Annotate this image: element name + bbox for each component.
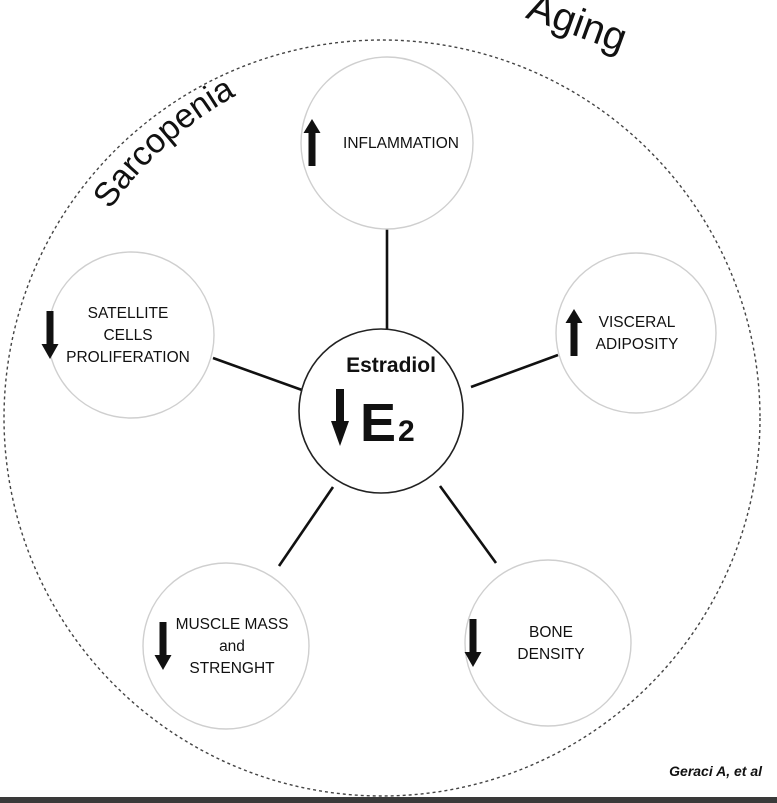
node-circle (300, 56, 474, 230)
node-circle (464, 559, 632, 727)
connector-lines (212, 229, 559, 567)
citation: Geraci A, et al (669, 763, 763, 779)
node-label-line: DENSITY (517, 646, 584, 663)
connector-visceral-adiposity (470, 353, 559, 389)
center-node: Estradiol E2 (298, 328, 464, 494)
node-circle (555, 252, 717, 414)
node-label-line: CELLS (103, 327, 152, 344)
node-inflammation: INFLAMMATION (300, 56, 474, 230)
connector-muscle-mass (277, 486, 335, 567)
node-label-line: PROLIFERATION (66, 349, 190, 366)
down-arrow-icon (464, 619, 482, 667)
node-label-line: MUSCLE MASS (176, 616, 289, 633)
node-label-line: INFLAMMATION (343, 135, 459, 152)
node-satellite-cells: SATELLITE CELLS PROLIFERATION (41, 251, 215, 419)
node-circle (142, 562, 310, 730)
sarcopenia-label: Sarcopenia (86, 69, 241, 214)
node-bone-density: BONE DENSITY (464, 559, 632, 727)
node-label-line: SATELLITE (88, 305, 169, 322)
down-arrow-icon (154, 622, 172, 670)
outer-dashed-boundary (3, 39, 761, 797)
node-label-line: ADIPOSITY (596, 336, 679, 353)
node-visceral-adiposity: VISCERAL ADIPOSITY (555, 252, 717, 414)
connector-satellite-cells (212, 356, 303, 392)
center-title: Estradiol (346, 354, 436, 377)
node-group: INFLAMMATION VISCERAL ADIPOSITY BONE DENSITY… (41, 56, 717, 730)
down-arrow-icon (41, 311, 59, 359)
node-label-line: BONE (529, 624, 573, 641)
up-arrow-icon (303, 119, 321, 166)
center-symbol-sub: 2 (398, 415, 415, 448)
center-down-arrow-icon (331, 389, 349, 446)
connector-bone-density (438, 485, 498, 564)
sarcopenia-label-path: Sarcopenia (86, 69, 241, 214)
node-label-line: VISCERAL (599, 314, 676, 331)
center-symbol-main: E (360, 393, 396, 453)
node-label-line: and (219, 638, 245, 655)
aging-label: Aging (522, 0, 633, 61)
bottom-edge-bar (0, 797, 777, 803)
center-circle (298, 328, 464, 494)
center-symbol: E2 (360, 393, 415, 453)
up-arrow-icon (565, 309, 583, 356)
node-label-line: STRENGHT (189, 660, 275, 677)
